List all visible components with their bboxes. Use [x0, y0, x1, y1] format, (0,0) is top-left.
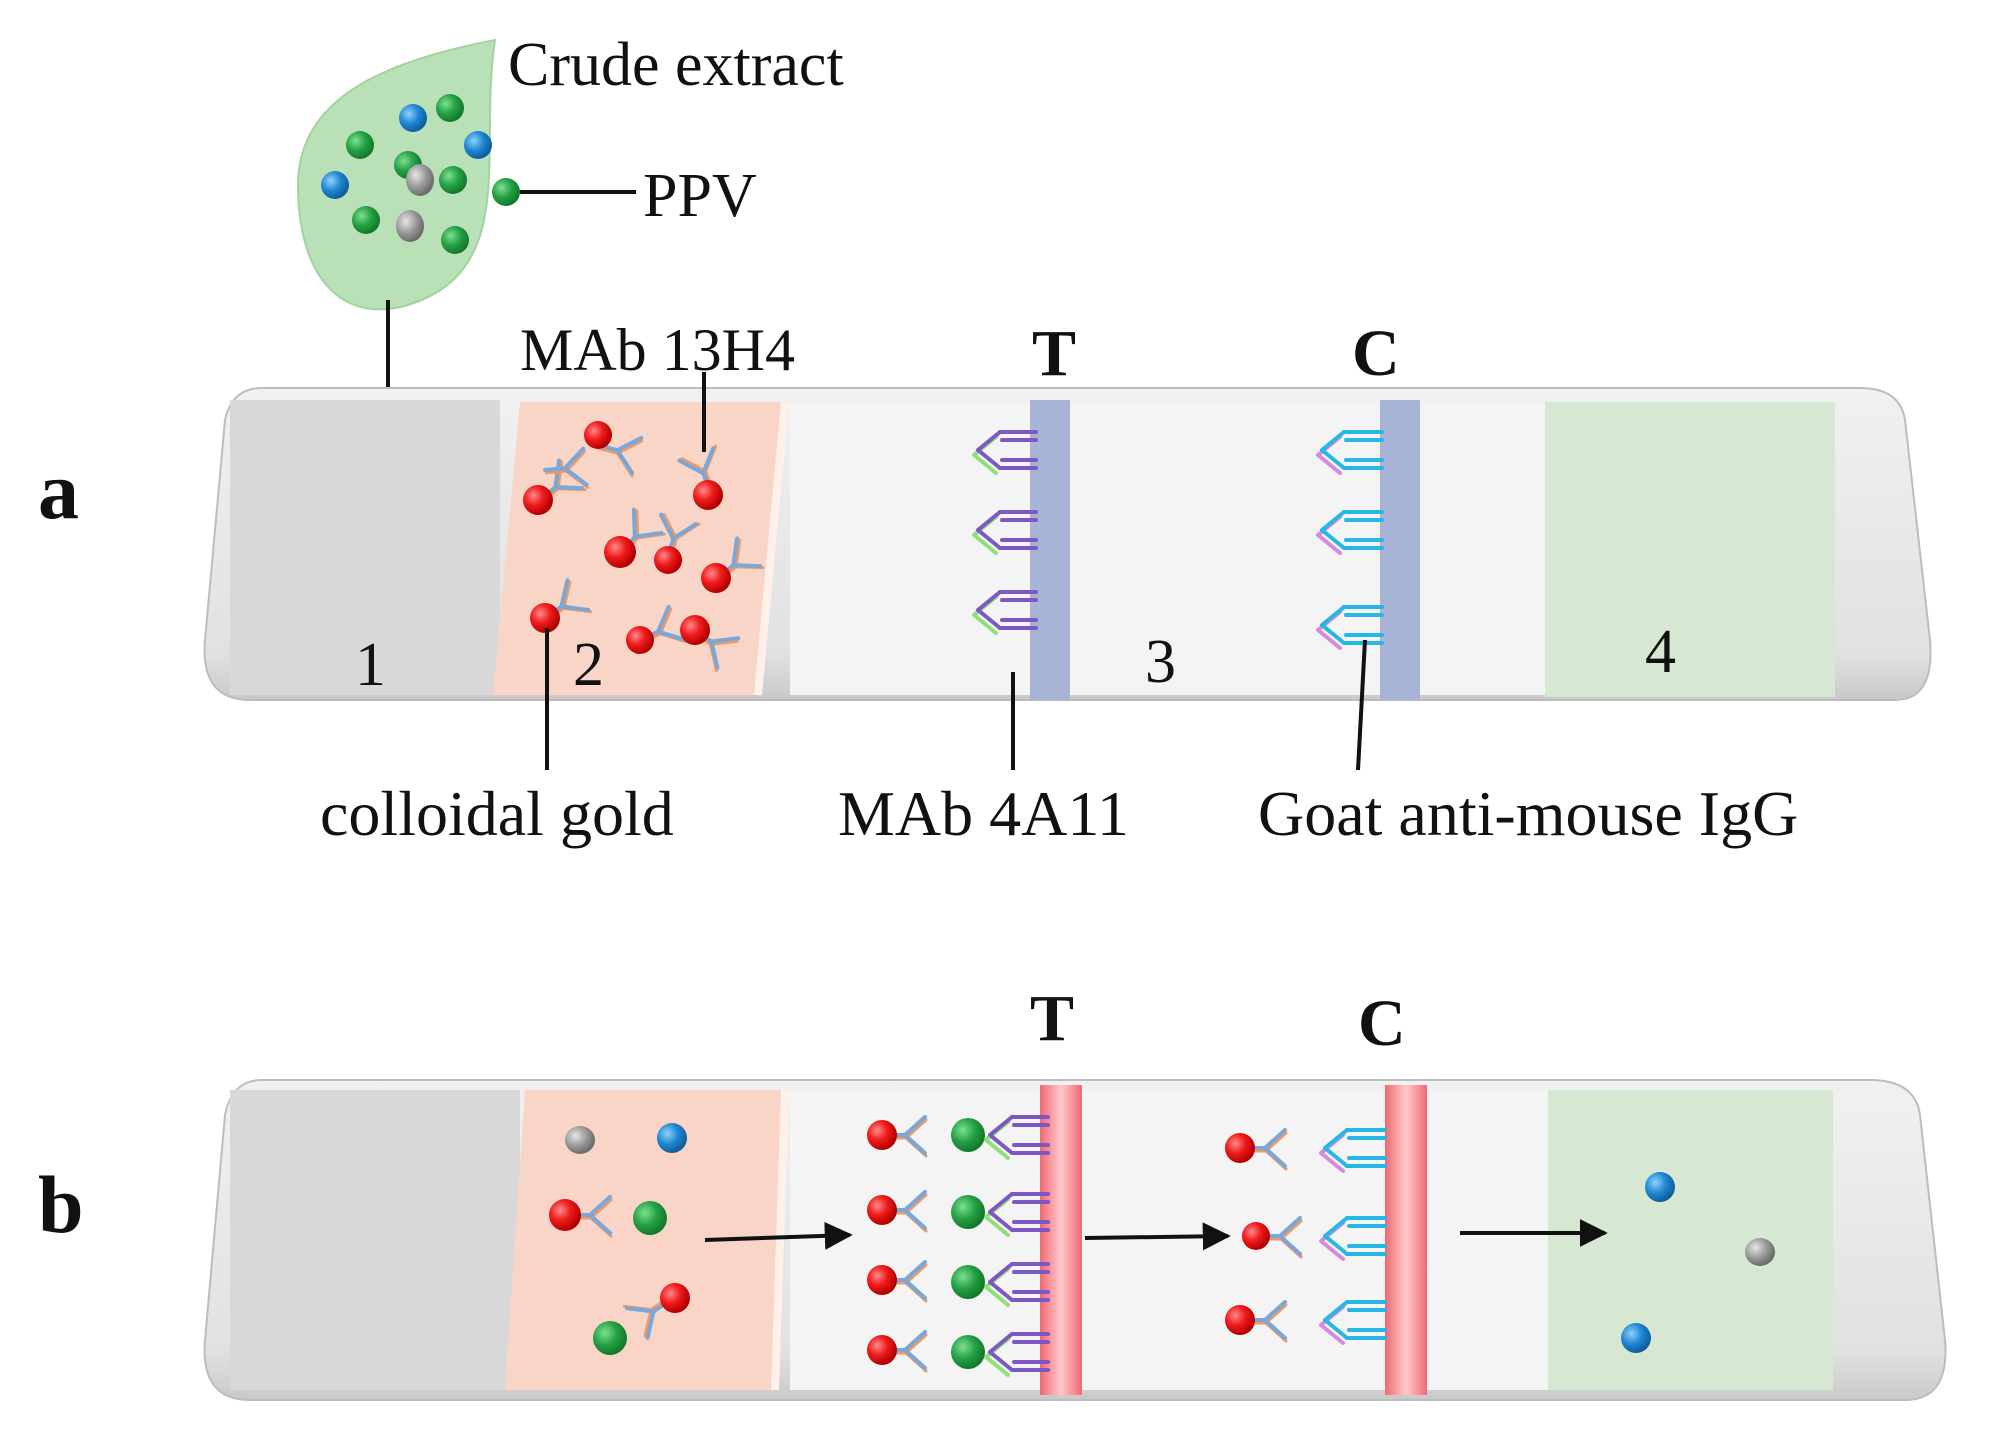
absorbent-pad-a [1545, 402, 1835, 697]
ppv-label: PPV [643, 162, 757, 230]
sandwich-complexes-t [867, 1115, 1050, 1377]
goat-anti-mouse-igg-label: Goat anti-mouse IgG [1258, 778, 1798, 849]
test-strip-b [203, 1079, 1947, 1401]
conjugate-pad-content-b [549, 1123, 690, 1355]
control-line-label-b: C [1358, 987, 1406, 1060]
test-line-a [1030, 400, 1070, 700]
absorbent-pad-content-b [1621, 1172, 1775, 1353]
zone-1-label: 1 [355, 631, 386, 699]
sample-pad-b [230, 1090, 520, 1390]
flow-arrow-1 [704, 1221, 853, 1250]
control-line-a [1380, 400, 1420, 700]
conjugate-pad-b [505, 1090, 785, 1390]
test-strip-a: 1 2 3 4 [203, 387, 1932, 701]
sample-particles [321, 94, 520, 254]
control-line-label-a: C [1352, 317, 1400, 390]
zone-3-label: 3 [1145, 628, 1176, 696]
zone-2-label: 2 [573, 631, 604, 699]
crude-extract-label: Crude extract [508, 31, 844, 99]
captured-conjugates-c [1225, 1128, 1387, 1345]
test-line-label-a: T [1032, 317, 1076, 390]
mab-13h4-label: MAb 13H4 [520, 317, 795, 383]
goat-anti-mouse-leader [1356, 639, 1367, 771]
test-line-label-b: T [1030, 982, 1074, 1055]
panel-b: T C b [38, 982, 1947, 1401]
gold-conjugates-a [523, 421, 765, 673]
flow-arrow-2 [1084, 1222, 1231, 1251]
absorbent-pad-b [1548, 1090, 1833, 1390]
mab-4a11-label: MAb 4A11 [838, 778, 1129, 849]
conjugate-pad-a [493, 402, 785, 695]
panel-b-label: b [38, 1159, 84, 1250]
control-line-b [1385, 1085, 1427, 1395]
zone-4-label: 4 [1645, 618, 1676, 686]
panel-a-label: a [38, 445, 79, 536]
test-line-b [1040, 1085, 1082, 1395]
panel-a: Crude extract PPV MAb 13H4 T C a [38, 31, 1932, 849]
sample-drop [296, 38, 520, 311]
sample-pad-a [230, 400, 500, 695]
colloidal-gold-label: colloidal gold [320, 778, 674, 849]
